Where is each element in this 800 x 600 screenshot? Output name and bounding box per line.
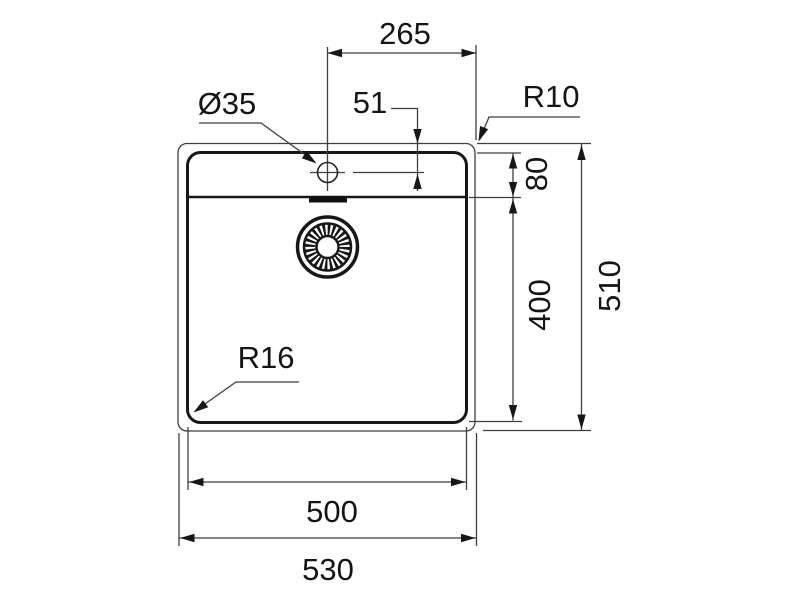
sink-body: [177, 142, 476, 432]
arrowhead-down: [577, 414, 586, 430]
leader-line: [194, 381, 299, 412]
dim-corner-radius-r10: R10: [478, 79, 580, 142]
bowl-outline: [186, 151, 468, 424]
drain-mid-ring: [302, 222, 353, 272]
arrowhead: [478, 125, 489, 142]
drain-strainer: [295, 215, 360, 279]
dim-faucet-offset-265: 265: [327, 16, 477, 140]
dim-label-400: 400: [522, 279, 557, 331]
dim-faucet-depth-51: 51: [353, 85, 422, 191]
dim-label-dia35: Ø35: [198, 86, 257, 121]
arrowhead-down: [508, 405, 518, 420]
dim-label-51: 51: [353, 85, 387, 120]
dim-label-265: 265: [379, 16, 431, 51]
arrowhead-up: [413, 174, 422, 189]
arrowhead-right: [461, 533, 476, 543]
arrowhead-left: [327, 48, 342, 58]
dim-overall-width-530: 530: [178, 433, 478, 587]
dim-bowl-width-500: 500: [187, 427, 468, 529]
dim-label-530: 530: [302, 552, 354, 587]
leader-line: [199, 122, 316, 163]
overflow-slot: [309, 196, 347, 203]
arrowhead-right: [451, 477, 466, 487]
dim-label-510: 510: [592, 260, 627, 312]
arrowhead-up: [577, 145, 586, 160]
outer-rim-outline: [177, 142, 476, 432]
dim-label-500: 500: [306, 494, 358, 529]
drain-outer-ring: [295, 215, 360, 279]
drain-center-hole: [315, 234, 340, 260]
arrowhead: [193, 400, 209, 413]
dim-line: [391, 107, 419, 191]
dim-ledge-80: 80: [469, 152, 554, 199]
dim-label-r10: R10: [523, 79, 580, 114]
arrowhead-up: [508, 199, 518, 214]
faucet-hole: [316, 161, 339, 184]
dim-label-80: 80: [519, 157, 554, 191]
arrowhead-down: [413, 129, 422, 144]
arrowhead-right: [461, 48, 476, 58]
drain-strainer-slots: [304, 224, 351, 270]
dim-overall-length-510: 510: [477, 142, 627, 432]
arrowhead-down: [508, 182, 518, 197]
dim-label-r16: R16: [238, 340, 295, 375]
arrowhead-left: [189, 477, 204, 487]
arrowhead-left: [180, 533, 195, 543]
faucet-hole-group: [310, 47, 424, 191]
dim-bowl-length-400: 400: [469, 198, 557, 423]
leader-line: [478, 116, 580, 141]
dim-faucet-hole-dia35: Ø35: [198, 86, 317, 164]
dim-bowl-radius-r16: R16: [193, 340, 299, 413]
arrowhead-up: [508, 154, 518, 169]
arrowhead: [301, 151, 317, 164]
